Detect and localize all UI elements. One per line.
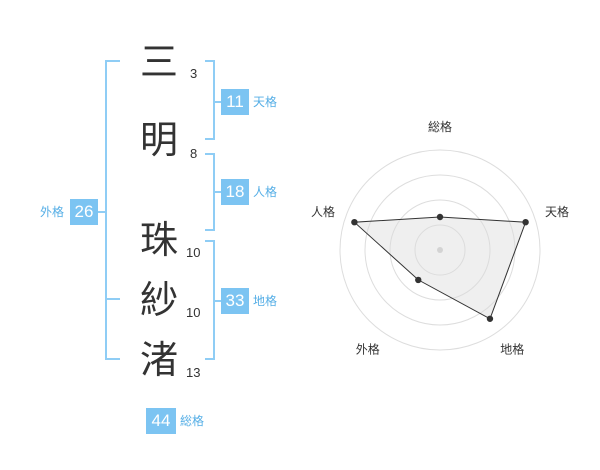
radar-series — [351, 213, 529, 322]
jinkaku-badge: 18 — [221, 179, 249, 205]
chikaku-label: 地格 — [253, 294, 278, 308]
radar-area — [353, 216, 527, 320]
chikaku-badge: 33 — [221, 288, 249, 314]
radar-point-0 — [436, 213, 444, 221]
radar-grid — [339, 149, 541, 351]
stroke-count-2: 8 — [190, 146, 198, 161]
name-char-4: 紗 — [139, 278, 178, 322]
name-char-1: 三 — [139, 40, 178, 84]
stroke-count-5: 13 — [186, 365, 201, 380]
soukaku-badge: 44 — [146, 408, 176, 434]
radar-point-1 — [522, 218, 529, 226]
name-char-5: 渚 — [139, 338, 178, 382]
tenkaku-badge: 11 — [221, 89, 249, 115]
jinkaku-label: 人格 — [253, 185, 278, 199]
gaikaku-badge: 26 — [70, 199, 98, 225]
radar-axis-label-2: 地格 — [500, 342, 524, 357]
tenkaku-label: 天格 — [253, 95, 278, 109]
radar-point-2 — [486, 315, 494, 322]
gaikaku-label: 外格 — [40, 205, 65, 219]
stroke-count-4: 10 — [186, 305, 201, 320]
radar-axis-label-4: 人格 — [311, 204, 335, 219]
radar-point-4 — [351, 218, 358, 226]
stroke-count-1: 3 — [190, 66, 198, 81]
radar-axis-label-0: 総格 — [428, 119, 452, 134]
soukaku-label: 総格 — [180, 414, 205, 428]
stroke-count-3: 10 — [186, 245, 201, 260]
name-char-2: 明 — [139, 118, 178, 162]
radar-axis-label-3: 外格 — [356, 342, 380, 357]
name-char-3: 珠 — [139, 218, 178, 262]
radar-center — [437, 247, 443, 253]
radar-axis-label-1: 天格 — [545, 204, 569, 219]
radar-point-3 — [415, 276, 422, 284]
